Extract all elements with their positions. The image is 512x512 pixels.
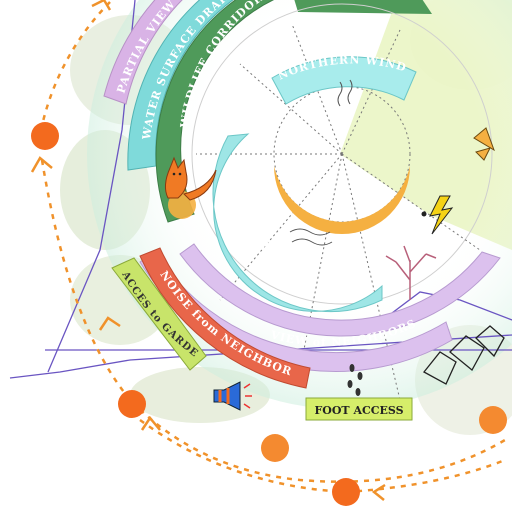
band-partial-view: [103, 0, 183, 105]
lightning-icon: [421, 195, 454, 235]
house-icon: [423, 325, 505, 385]
route-dots: [31, 122, 507, 506]
band-wildlife-corridor: [155, 0, 432, 223]
footprints-icon: [347, 364, 363, 396]
route-arrows: [30, 0, 386, 501]
band-noise-from-neighbors: [139, 247, 311, 389]
foot-access-box: [305, 397, 413, 421]
warning-icon: [473, 127, 495, 161]
label-foot-access: FOOT ACCESS: [314, 404, 403, 417]
tree-icon: [385, 245, 437, 300]
band-acces-to-garden: [111, 257, 207, 371]
wind-icon: [289, 79, 353, 246]
band-winter-wind: [212, 133, 383, 313]
megaphone-icon: [213, 381, 252, 411]
fox-icon: [164, 156, 217, 201]
band-water-surface: [127, 0, 234, 171]
band-northern-wind: [271, 56, 417, 105]
orange-route: [38, 1, 506, 494]
